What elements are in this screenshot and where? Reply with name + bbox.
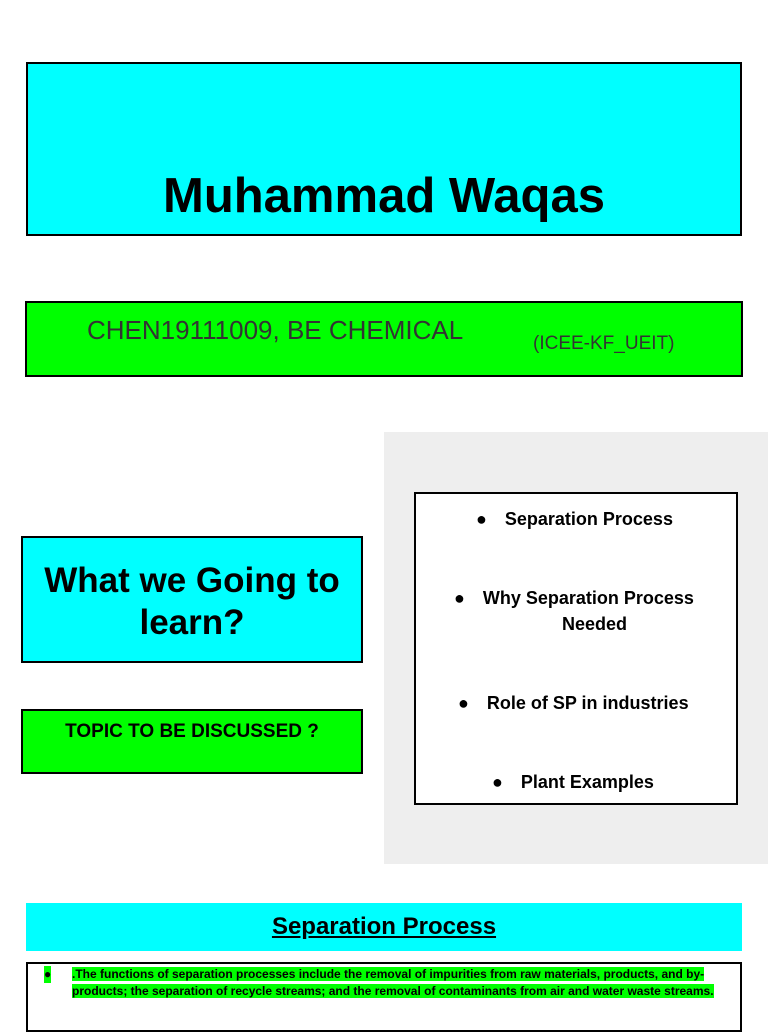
topic-item: ● Plant Examples <box>492 769 654 795</box>
section-heading: Separation Process <box>271 913 497 940</box>
topic-label: Role of SP in industries <box>486 693 689 713</box>
bullet-icon: ● <box>458 693 469 713</box>
page-title: Muhammad Waqas <box>163 169 605 223</box>
topic-label: Why Separation Process <box>482 588 694 608</box>
bullet-icon: ● <box>44 966 52 983</box>
paragraph-text-wrap: .The functions of separation processes i… <box>72 966 732 1000</box>
topic-item: ● Why Separation Process <box>454 585 694 611</box>
bullet-icon: ● <box>476 509 487 529</box>
topic-item: ● Separation Process <box>476 506 673 532</box>
institute-text: (ICEE-KF_UEIT) <box>533 333 675 354</box>
paragraph-text: .The functions of separation processes i… <box>72 967 714 998</box>
topic-label: Separation Process <box>504 509 673 529</box>
topic-item: ● Role of SP in industries <box>458 690 689 716</box>
bullet-icon: ● <box>454 588 465 608</box>
discuss-label: TOPIC TO BE DISCUSSED ? <box>65 721 319 742</box>
topic-label-line2: Needed <box>562 614 628 634</box>
section-banner: Separation Process <box>26 903 742 951</box>
topic-item-continuation: Needed <box>562 611 628 637</box>
title-box: Muhammad Waqas <box>26 62 742 236</box>
discuss-box: TOPIC TO BE DISCUSSED ? <box>21 709 363 774</box>
student-id-text: CHEN19111009, BE CHEMICAL <box>87 315 464 345</box>
learn-box: What we Going to learn? <box>21 536 363 663</box>
paragraph-box: ● .The functions of separation processes… <box>26 962 742 1032</box>
student-id-box: CHEN19111009, BE CHEMICAL (ICEE-KF_UEIT) <box>25 301 743 377</box>
bullet-icon: ● <box>492 772 503 792</box>
learn-heading: What we Going to learn? <box>44 561 340 642</box>
topic-list: ● Separation Process ● Why Separation Proc… <box>414 492 738 805</box>
topic-label: Plant Examples <box>520 772 654 792</box>
